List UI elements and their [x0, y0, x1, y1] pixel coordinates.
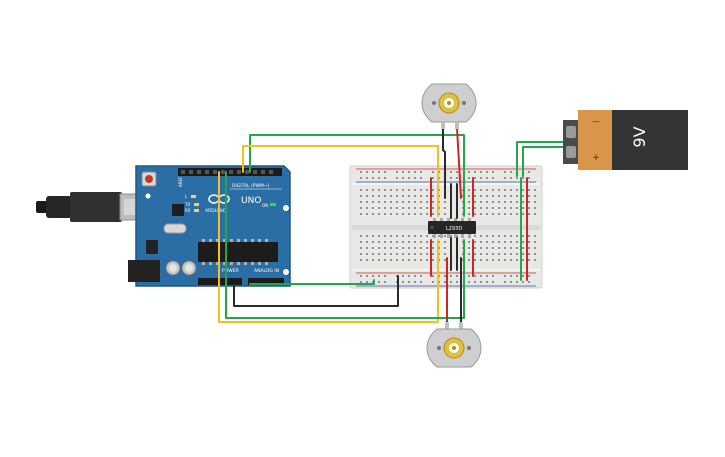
wire-motor-top-red — [456, 127, 462, 199]
wire-black-ground — [233, 275, 399, 307]
rx-label: RX — [185, 208, 191, 213]
brand-label: ARDUINO — [205, 208, 227, 214]
svg-text:—: — — [592, 117, 600, 126]
rx-led — [194, 209, 199, 212]
wire-yellow-bottom — [218, 171, 439, 323]
breadboard-holes[interactable] — [360, 171, 536, 283]
dc-motor-top[interactable] — [421, 83, 477, 129]
l-led-label: L — [185, 194, 188, 199]
capacitors — [165, 260, 197, 276]
wire-battery-green-2 — [522, 146, 566, 177]
l-led — [191, 195, 196, 198]
battery-9v[interactable]: 9V — + — [563, 110, 688, 170]
digital-label: DIGITAL (PWM~) — [232, 183, 270, 189]
analog-header[interactable] — [248, 278, 284, 285]
power-label: POWER — [222, 268, 239, 274]
chip-label: L293D — [446, 226, 462, 232]
wire-green-top — [249, 134, 465, 217]
wire-green-power — [249, 279, 375, 285]
battery-terminal-pos — [566, 146, 576, 158]
power-jack — [128, 260, 160, 282]
wires[interactable] — [218, 127, 566, 327]
wire-motor-top-black — [442, 127, 446, 199]
dc-motor-bottom[interactable] — [426, 322, 482, 368]
voltage-regulator — [146, 240, 158, 254]
reset-button[interactable] — [141, 171, 157, 187]
usb-chip — [172, 204, 184, 216]
on-led — [270, 203, 276, 206]
wire-green-bottom — [225, 171, 465, 319]
svg-text:AREF: AREF — [178, 176, 183, 187]
usb-cable[interactable] — [36, 192, 151, 222]
on-label: ON — [262, 203, 268, 208]
crystal — [163, 223, 187, 234]
tx-led — [194, 203, 199, 206]
arduino-uno-board[interactable]: AREF DIGITAL (PWM~) UNO ARDUINO L TX RX … — [128, 165, 291, 287]
wire-yellow-top — [242, 145, 439, 217]
battery-label: 9V — [630, 126, 649, 147]
tx-label: TX — [184, 202, 190, 207]
l293d-chip[interactable]: L293D — [428, 218, 476, 238]
wire-battery-green-1 — [516, 141, 566, 177]
model-label: UNO — [241, 196, 261, 206]
battery-terminal-neg — [566, 126, 576, 138]
analog-label: ANALOG IN — [254, 268, 279, 274]
svg-text:+: + — [592, 153, 600, 163]
atmega-chip — [198, 242, 278, 262]
